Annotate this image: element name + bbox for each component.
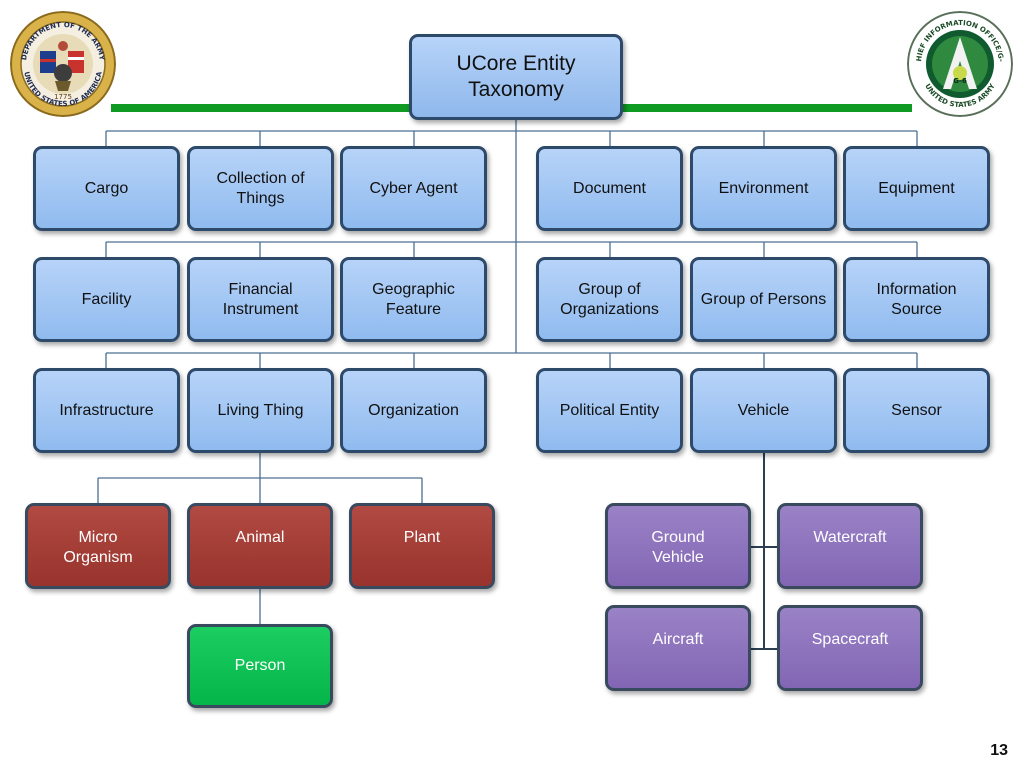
- army-seal-logo: DEPARTMENT OF THE ARMY UNITED STATES OF …: [10, 11, 116, 117]
- node-label: Spacecraft: [811, 631, 889, 648]
- node-label: Animal: [235, 529, 285, 546]
- node-cyber-agent[interactable]: Cyber Agent: [340, 146, 487, 231]
- node-label: Plant: [403, 529, 441, 546]
- node-vehicle[interactable]: Vehicle: [690, 368, 837, 453]
- node-organization[interactable]: Organization: [340, 368, 487, 453]
- node-information-source[interactable]: Information Source: [843, 257, 990, 342]
- page-title: UCore Entity Taxonomy: [456, 52, 576, 101]
- node-watercraft[interactable]: Watercraft: [777, 503, 923, 589]
- node-sensor[interactable]: Sensor: [843, 368, 990, 453]
- node-collection-of-things[interactable]: Collection of Things: [187, 146, 334, 231]
- node-label: Political Entity: [559, 401, 660, 419]
- node-animal[interactable]: Animal: [187, 503, 333, 589]
- node-label: Cyber Agent: [369, 179, 458, 197]
- node-plant[interactable]: Plant: [349, 503, 495, 589]
- node-label: Geographic Feature: [372, 280, 455, 318]
- svg-text:1775: 1775: [54, 93, 72, 101]
- node-person[interactable]: Person: [187, 624, 333, 708]
- node-label: Person: [234, 657, 286, 674]
- node-group-of-organizations[interactable]: Group of Organizations: [536, 257, 683, 342]
- node-label: Information Source: [876, 280, 957, 318]
- svg-text:G-6: G-6: [953, 77, 967, 85]
- page-number: 13: [990, 742, 1008, 759]
- node-label: Organization: [368, 401, 459, 419]
- node-equipment[interactable]: Equipment: [843, 146, 990, 231]
- node-ground-vehicle[interactable]: Ground Vehicle: [605, 503, 751, 589]
- node-label: Living Thing: [217, 401, 304, 419]
- node-label: Facility: [81, 290, 132, 308]
- node-label: Micro Organism: [63, 529, 133, 566]
- node-living-thing[interactable]: Living Thing: [187, 368, 334, 453]
- node-financial-instrument[interactable]: Financial Instrument: [187, 257, 334, 342]
- node-label: Environment: [718, 179, 809, 197]
- node-label: Cargo: [84, 179, 129, 197]
- node-label: Group of Persons: [700, 290, 827, 308]
- node-label: Document: [573, 179, 646, 197]
- node-label: Collection of Things: [216, 169, 305, 207]
- node-document[interactable]: Document: [536, 146, 683, 231]
- node-label: Group of Organizations: [560, 280, 659, 318]
- node-label: Financial Instrument: [222, 280, 299, 318]
- node-label: Equipment: [878, 179, 955, 197]
- node-geographic-feature[interactable]: Geographic Feature: [340, 257, 487, 342]
- root-node-ucore-entity-taxonomy[interactable]: UCore Entity Taxonomy: [409, 34, 623, 120]
- node-label: Vehicle: [737, 401, 790, 419]
- node-spacecraft[interactable]: Spacecraft: [777, 605, 923, 691]
- node-cargo[interactable]: Cargo: [33, 146, 180, 231]
- node-label: Aircraft: [652, 631, 704, 648]
- node-group-of-persons[interactable]: Group of Persons: [690, 257, 837, 342]
- node-micro-organism[interactable]: Micro Organism: [25, 503, 171, 589]
- cio-g6-seal-logo: G-6 CHIEF INFORMATION OFFICE/G-6 UNITED …: [907, 11, 1013, 117]
- node-aircraft[interactable]: Aircraft: [605, 605, 751, 691]
- node-label: Sensor: [891, 401, 942, 419]
- node-political-entity[interactable]: Political Entity: [536, 368, 683, 453]
- node-label: Infrastructure: [59, 401, 154, 419]
- node-facility[interactable]: Facility: [33, 257, 180, 342]
- node-label: Watercraft: [813, 529, 887, 546]
- node-label: Ground Vehicle: [651, 529, 705, 566]
- node-infrastructure[interactable]: Infrastructure: [33, 368, 180, 453]
- node-environment[interactable]: Environment: [690, 146, 837, 231]
